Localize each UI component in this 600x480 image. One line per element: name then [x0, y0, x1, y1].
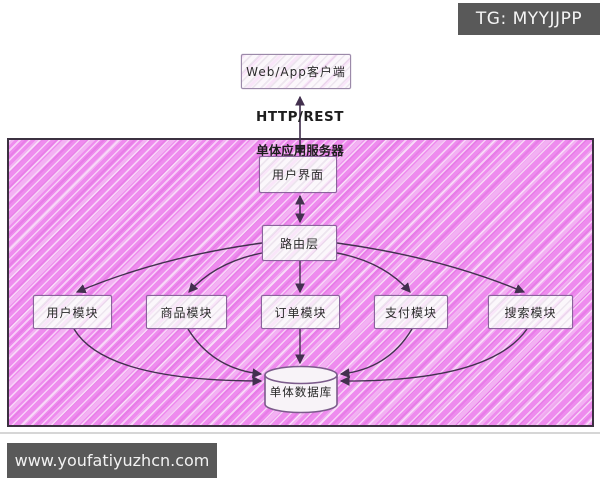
- client-node: Web/App客户端: [241, 54, 351, 89]
- router-node-label: 路由层: [279, 236, 319, 251]
- user-module-label: 用户模块: [46, 305, 99, 320]
- search-module-node: 搜索模块: [488, 295, 573, 329]
- client-node-label: Web/App客户端: [246, 65, 346, 79]
- database-label: 单体数据库: [269, 385, 333, 399]
- tg-badge: TG: MYYJJPP: [458, 3, 600, 35]
- product-module-label: 商品模块: [160, 305, 213, 320]
- order-module-label: 订单模块: [274, 305, 327, 320]
- product-module-node: 商品模块: [146, 295, 227, 329]
- pay-module-node: 支付模块: [374, 295, 448, 329]
- ui-node: 用户界面: [259, 156, 337, 193]
- user-module-node: 用户模块: [33, 295, 112, 329]
- footer-separator: [0, 432, 600, 434]
- router-node: 路由层: [262, 225, 337, 261]
- protocol-label: HTTP/REST: [256, 109, 344, 125]
- ui-node-label: 用户界面: [271, 168, 324, 182]
- order-module-node: 订单模块: [261, 295, 340, 329]
- site-banner: www.youfatiyuzhcn.com: [7, 443, 217, 478]
- search-module-label: 搜索模块: [504, 305, 557, 320]
- monolith-server-title: 单体应用服务器: [256, 143, 344, 158]
- pay-module-label: 支付模块: [384, 305, 437, 320]
